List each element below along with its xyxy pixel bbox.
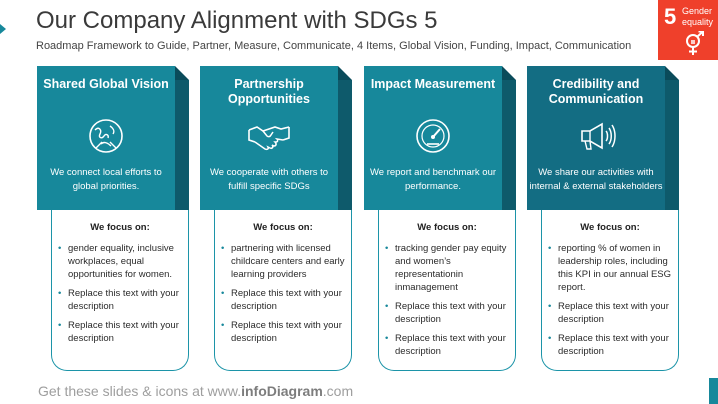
focus-title: We focus on:: [580, 222, 640, 233]
card-tail: [338, 80, 352, 210]
corner-accent: [709, 378, 718, 404]
focus-item: tracking gender pay equity and women’s r…: [385, 242, 509, 294]
focus-item: Replace this text with your description: [58, 287, 182, 313]
globe-icon: [89, 119, 123, 153]
card-header-panel: Shared Global Vision We connect local ef…: [37, 66, 175, 210]
card-description: We share our activities with internal & …: [529, 167, 663, 192]
focus-item: Replace this text with your description: [58, 319, 182, 345]
card-focus-panel: We focus on: partnering with licensed ch…: [214, 210, 352, 371]
focus-title: We focus on:: [253, 222, 313, 233]
card-focus-panel: We focus on: gender equality, inclusive …: [51, 210, 189, 371]
page-title: Our Company Alignment with SDGs 5: [36, 7, 438, 34]
focus-title: We focus on:: [417, 222, 477, 233]
card-focus-panel: We focus on: reporting % of women in lea…: [541, 210, 679, 371]
sdg-label: Gender equality: [682, 6, 713, 28]
gauge-icon: [416, 119, 450, 153]
card-heading: Impact Measurement: [370, 77, 496, 91]
focus-item: Replace this text with your description: [221, 319, 345, 345]
card-tail: [502, 80, 516, 210]
gender-equality-icon: [686, 31, 704, 55]
sdg-number: 5: [664, 4, 677, 29]
focus-item: gender equality, inclusive workplaces, e…: [58, 242, 182, 281]
card-credibility-communication: Credibility and Communication We share o…: [527, 66, 679, 371]
title-accent-marker: [0, 24, 6, 34]
sdg-badge: 5 Gender equality: [658, 0, 718, 60]
card-fold: [665, 66, 679, 80]
card-fold: [502, 66, 516, 80]
card-description: We cooperate with others to fulfill spec…: [209, 167, 329, 192]
focus-list: gender equality, inclusive workplaces, e…: [58, 242, 182, 351]
card-tail: [665, 80, 679, 210]
card-partnership-opportunities: Partnership Opportunities We cooperate w…: [200, 66, 352, 371]
focus-item: Replace this text with your description: [221, 287, 345, 313]
sdg-label-line1: Gender: [682, 6, 713, 16]
card-heading: Shared Global Vision: [43, 77, 169, 91]
footer-prefix: Get these slides & icons at www.: [38, 383, 242, 399]
card-fold: [338, 66, 352, 80]
focus-list: partnering with licensed childcare cente…: [221, 242, 345, 351]
sdg-label-line2: equality: [682, 17, 714, 27]
card-header-panel: Impact Measurement We report and benchma…: [364, 66, 502, 210]
focus-item: Replace this text with your description: [548, 332, 672, 358]
focus-item: Replace this text with your description: [548, 300, 672, 326]
card-shared-global-vision: Shared Global Vision We connect local ef…: [37, 66, 189, 371]
focus-title: We focus on:: [90, 222, 150, 233]
focus-list: tracking gender pay equity and women’s r…: [385, 242, 509, 364]
focus-item: partnering with licensed childcare cente…: [221, 242, 345, 281]
megaphone-icon: [581, 122, 616, 150]
footer-credit: Get these slides & icons at www.infoDiag…: [38, 383, 353, 399]
focus-item: Replace this text with your description: [385, 332, 509, 358]
card-header-panel: Credibility and Communication We share o…: [527, 66, 665, 210]
focus-list: reporting % of women in leadership roles…: [548, 242, 672, 364]
page-subtitle: Roadmap Framework to Guide, Partner, Mea…: [36, 40, 632, 52]
card-description: We report and benchmark our performance.: [369, 167, 497, 192]
footer-brand: infoDiagram: [241, 383, 323, 399]
focus-item: reporting % of women in leadership roles…: [548, 242, 672, 294]
card-header-panel: Partnership Opportunities We cooperate w…: [200, 66, 338, 210]
card-focus-panel: We focus on: tracking gender pay equity …: [378, 210, 516, 371]
handshake-icon: [248, 126, 290, 151]
card-impact-measurement: Impact Measurement We report and benchma…: [364, 66, 516, 371]
footer-suffix: .com: [322, 383, 354, 399]
card-fold: [175, 66, 189, 80]
focus-item: Replace this text with your description: [385, 300, 509, 326]
card-heading: Partnership Opportunities: [228, 77, 310, 106]
card-heading: Credibility and Communication: [548, 77, 644, 106]
card-tail: [175, 80, 189, 210]
card-description: We connect local efforts to global prior…: [50, 167, 162, 192]
